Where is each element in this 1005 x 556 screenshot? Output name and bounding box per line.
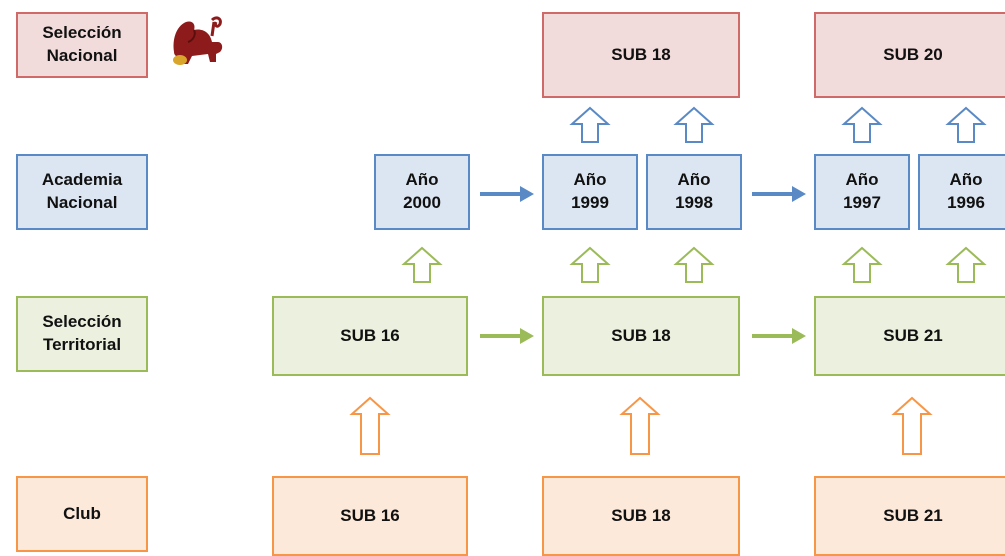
right-arrow-icon (480, 328, 534, 344)
level-academia-nacional: Academia Nacional (16, 154, 148, 230)
up-arrow-icon (675, 247, 713, 283)
up-arrow-icon (349, 396, 391, 455)
up-arrow-icon (403, 247, 441, 283)
lion-icon (166, 12, 228, 70)
club-sub18: SUB 18 (542, 476, 740, 556)
academia-ano-2000: Año 2000 (374, 154, 470, 230)
up-arrow-icon (947, 107, 985, 143)
up-arrow-icon (619, 396, 661, 455)
club-sub21: SUB 21 (814, 476, 1005, 556)
right-arrow-icon (752, 328, 806, 344)
up-arrow-icon (571, 247, 609, 283)
seleccion-nacional-sub18: SUB 18 (542, 12, 740, 98)
seleccion-nacional-sub20: SUB 20 (814, 12, 1005, 98)
academia-ano-1996: Año 1996 (918, 154, 1005, 230)
academia-ano-1998: Año 1998 (646, 154, 742, 230)
up-arrow-icon (571, 107, 609, 143)
territorial-sub21: SUB 21 (814, 296, 1005, 376)
up-arrow-icon (947, 247, 985, 283)
level-seleccion-territorial: Selección Territorial (16, 296, 148, 372)
up-arrow-icon (843, 107, 881, 143)
territorial-sub16: SUB 16 (272, 296, 468, 376)
academia-ano-1999: Año 1999 (542, 154, 638, 230)
up-arrow-icon (843, 247, 881, 283)
right-arrow-icon (752, 186, 806, 202)
level-club: Club (16, 476, 148, 552)
up-arrow-icon (891, 396, 933, 455)
academia-ano-1997: Año 1997 (814, 154, 910, 230)
level-seleccion-nacional: Selección Nacional (16, 12, 148, 78)
territorial-sub18: SUB 18 (542, 296, 740, 376)
right-arrow-icon (480, 186, 534, 202)
up-arrow-icon (675, 107, 713, 143)
